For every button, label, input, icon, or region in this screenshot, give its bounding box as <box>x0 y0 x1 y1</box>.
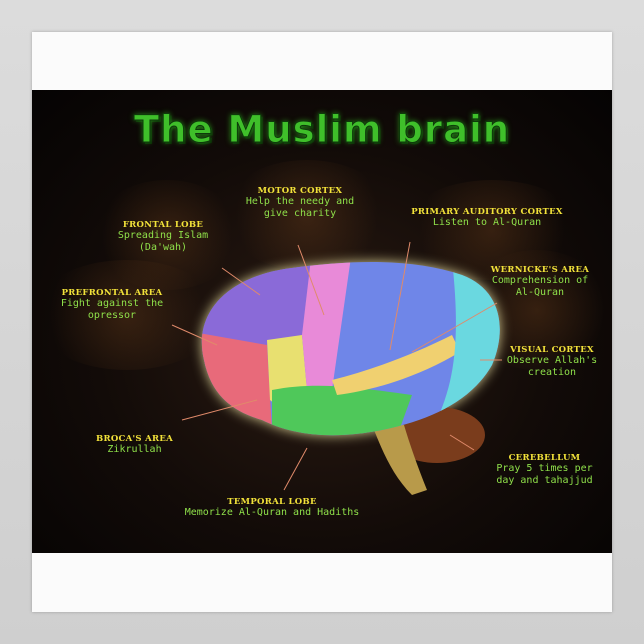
label-primary-auditory-cortex: PRIMARY AUDITORY CORTEX Listen to Al-Qur… <box>411 207 563 228</box>
label-visual-cortex: VISUAL CORTEX Observe Allah's creation <box>506 345 598 378</box>
auditory-cortex-region <box>332 335 460 395</box>
poster-artwork: The Muslim brain <box>32 90 612 553</box>
label-frontal-lobe: FRONTAL LOBE Spreading Islam (Da'wah) <box>117 220 209 253</box>
label-brocas-area: BROCA'S AREA Zikrullah <box>95 434 174 455</box>
brainstem-region <box>372 425 427 495</box>
label-prefrontal-area: PREFRONTAL AREA Fight against the opress… <box>60 288 164 321</box>
brain-illustration <box>171 241 502 495</box>
prefrontal-region <box>201 330 272 430</box>
poster-title: The Muslim brain <box>133 108 511 152</box>
motor-cortex-region <box>302 262 352 390</box>
label-wernickes-area: WERNICKE'S AREA Comprehension of Al-Qura… <box>490 265 590 298</box>
label-motor-cortex: MOTOR CORTEX Help the needy and give cha… <box>245 186 355 219</box>
label-temporal-lobe: TEMPORAL LOBE Memorize Al-Quran and Hadi… <box>184 497 360 518</box>
label-cerebellum: CEREBELLUM Pray 5 times per day and taha… <box>496 453 593 486</box>
leader-lines <box>171 241 502 491</box>
